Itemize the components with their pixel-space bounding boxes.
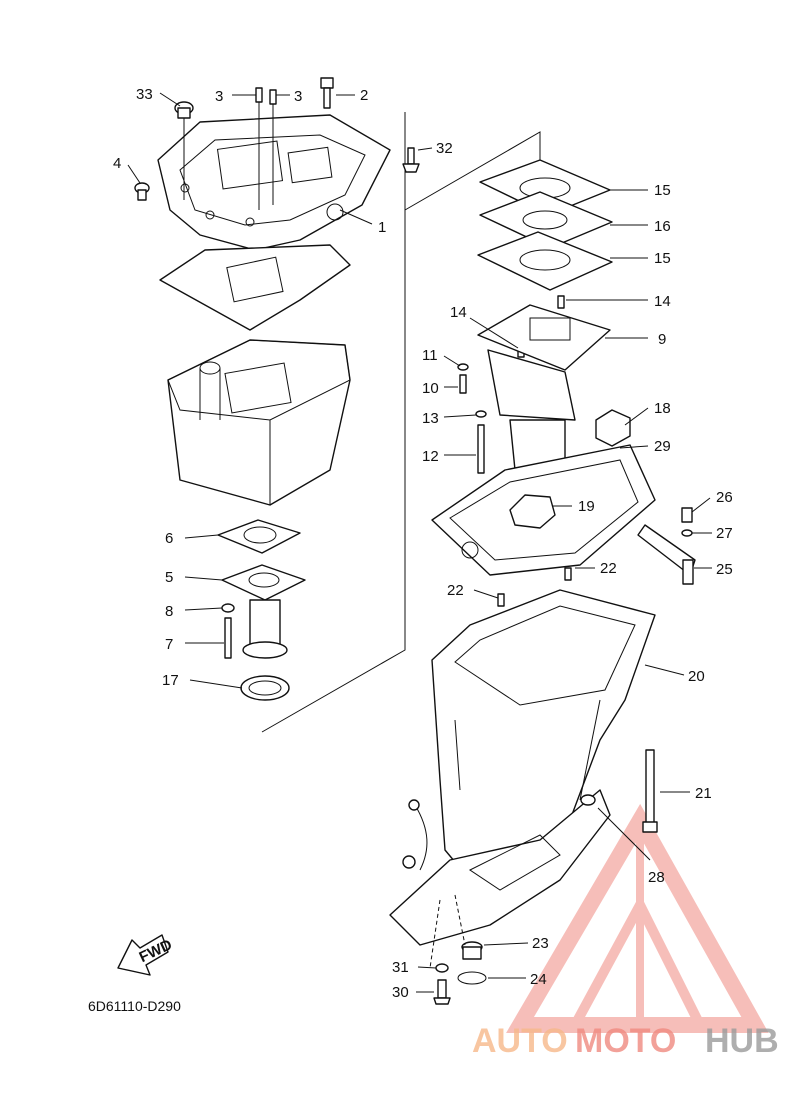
bolt-2: [320, 77, 334, 109]
callout-24: 24: [530, 971, 547, 988]
watermark-moto: MOTO: [575, 1022, 676, 1060]
washer-11: [457, 363, 469, 371]
callout-10: 10: [422, 380, 439, 397]
callout-25: 25: [716, 561, 733, 578]
callout-9: 9: [658, 331, 666, 348]
washer-31: [435, 963, 449, 973]
callout-22b: 22: [447, 582, 464, 599]
callout-17: 17: [162, 672, 179, 689]
callouts: 33 3 3 2 32 4 1 15 16 15 14 14 9 11 10 1…: [113, 86, 733, 1001]
diagram-code: 6D61110-D290: [88, 998, 181, 1014]
callout-21: 21: [695, 785, 712, 802]
callout-3b: 3: [294, 88, 302, 105]
housing-5: [221, 564, 306, 659]
callout-33: 33: [136, 86, 153, 103]
gasket-15-bottom: [477, 231, 613, 291]
wire-terminal-bottom: [402, 855, 416, 869]
callout-4: 4: [113, 155, 121, 172]
callout-2: 2: [360, 87, 368, 104]
callout-22a: 22: [600, 560, 617, 577]
bolt-10: [459, 374, 467, 394]
plate-25: [637, 524, 696, 585]
bolt-12: [477, 424, 485, 474]
exhaust-guide-upper: [157, 114, 391, 251]
upper-casing-20: [389, 589, 656, 946]
bolt-30: [433, 979, 451, 1005]
callout-32: 32: [436, 140, 453, 157]
bolt-7: [224, 617, 232, 659]
callout-14a: 14: [450, 304, 467, 321]
callout-30: 30: [392, 984, 409, 1001]
callout-20: 20: [688, 668, 705, 685]
callout-26: 26: [716, 489, 733, 506]
bolt-26: [681, 507, 693, 523]
callout-14b: 14: [654, 293, 671, 310]
bolt-32: [402, 147, 420, 173]
damper-18: [595, 409, 631, 447]
watermark-logo: [506, 803, 769, 1033]
watermark-auto: AUTO: [472, 1022, 568, 1060]
callout-15a: 15: [654, 182, 671, 199]
seal-17: [240, 675, 290, 701]
callout-19: 19: [578, 498, 595, 515]
group-outline-left: [261, 112, 406, 733]
washer-27: [681, 529, 693, 537]
watermark-hub: HUB: [705, 1022, 779, 1060]
align-line-a: [429, 899, 441, 969]
grommet-4: [134, 182, 150, 201]
gasket-6: [217, 519, 301, 554]
callout-18: 18: [654, 400, 671, 417]
callout-23: 23: [532, 935, 549, 952]
washer-8: [221, 603, 235, 613]
callout-28: 28: [648, 869, 665, 886]
plug-33: [174, 101, 194, 200]
clip-24: [457, 971, 487, 985]
group-outline-right: [404, 131, 541, 211]
callout-31: 31: [392, 959, 409, 976]
grommet-28: [580, 794, 596, 806]
callout-5: 5: [165, 569, 173, 586]
seal-19: [509, 494, 556, 529]
callout-16: 16: [654, 218, 671, 235]
callout-29: 29: [654, 438, 671, 455]
ground-wire: [414, 804, 428, 871]
plug-23: [461, 941, 483, 960]
callout-1: 1: [378, 219, 386, 236]
dowel-22: [497, 567, 572, 607]
exhaust-manifold-9: [477, 304, 611, 471]
gasket-upper: [159, 244, 351, 331]
leader-lines: [127, 92, 712, 993]
align-line-b: [454, 894, 466, 946]
callout-13: 13: [422, 410, 439, 427]
callout-12: 12: [422, 448, 439, 465]
wire-terminal-top: [408, 799, 420, 811]
callout-15b: 15: [654, 250, 671, 267]
watermark-text: AUTO MOTO HUB: [472, 1022, 779, 1060]
bolt-21: [642, 749, 658, 833]
oil-pan: [167, 339, 351, 506]
callout-7: 7: [165, 636, 173, 653]
callout-8: 8: [165, 603, 173, 620]
callout-11: 11: [422, 347, 438, 364]
callout-6: 6: [165, 530, 173, 547]
washer-13: [475, 410, 487, 418]
dowel-pins-3: [255, 87, 277, 210]
callout-27: 27: [716, 525, 733, 542]
fwd-arrow: FWD: [117, 934, 175, 976]
callout-3a: 3: [215, 88, 223, 105]
